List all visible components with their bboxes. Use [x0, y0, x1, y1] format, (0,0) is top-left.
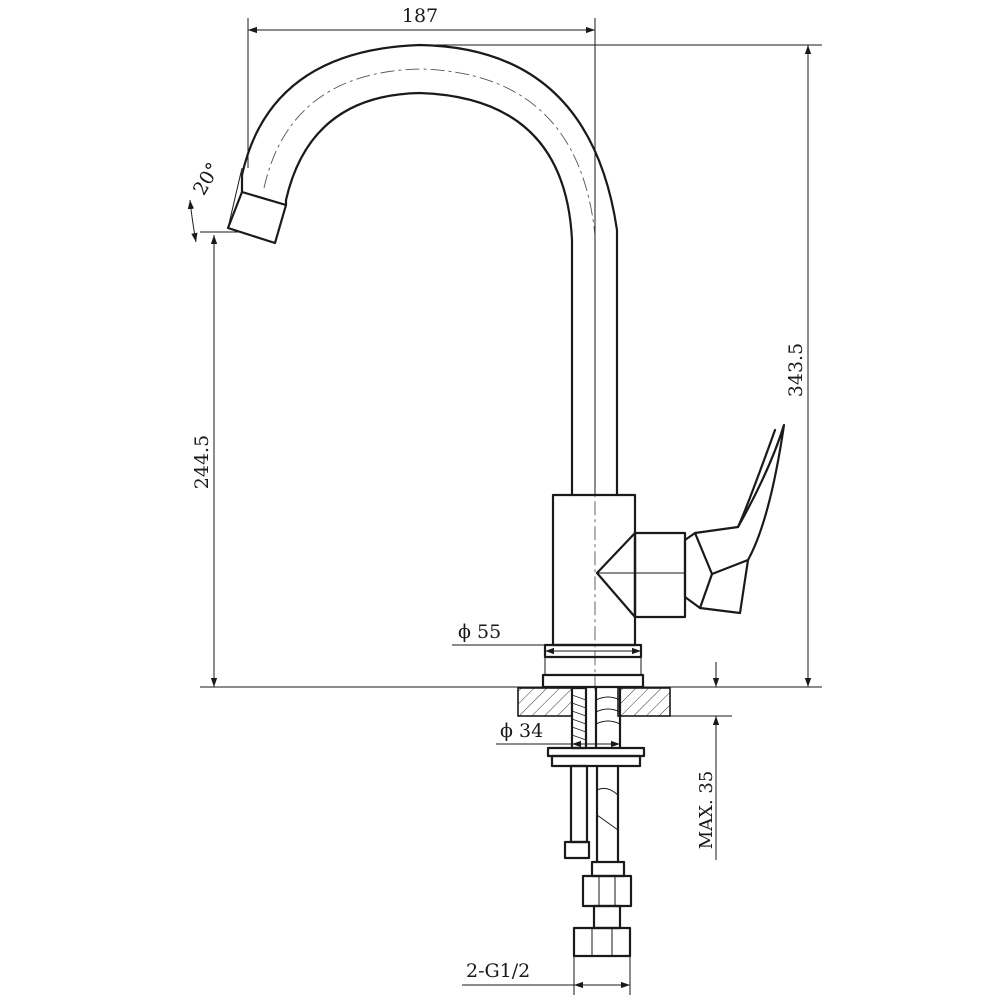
lock-washer [546, 746, 646, 768]
hose-tube [595, 764, 620, 864]
dimension-width: 187 [247, 5, 596, 495]
dimension-hose-thread-label: 2-G1/2 [466, 960, 530, 982]
handle-lever [683, 423, 786, 615]
dimension-max-thickness: MAX. 35 [670, 662, 732, 860]
dimension-spout-height-label: 244.5 [191, 435, 213, 489]
dimension-total-height-label: 343.5 [785, 343, 807, 397]
dimension-hole-diameter-label: ϕ 34 [500, 720, 543, 742]
dimension-angle-label: 20° [189, 159, 225, 199]
mounting-stud [570, 686, 622, 750]
dimension-hole-diameter: ϕ 34 [496, 720, 620, 748]
spout-outlet [226, 173, 288, 245]
dimension-hose-thread: 2-G1/2 [462, 956, 631, 995]
hose-connector-upper [581, 860, 633, 930]
hose-connector-lower [572, 926, 632, 958]
dimension-spout-height: 244.5 [191, 231, 543, 688]
spout [240, 43, 619, 690]
dimension-total-height: 343.5 [420, 44, 822, 688]
dimension-width-label: 187 [402, 5, 438, 27]
dimension-body-diameter: ϕ 55 [452, 621, 642, 675]
countertop-section [517, 687, 671, 717]
dimension-max-thickness-label: MAX. 35 [696, 771, 717, 850]
dimension-body-diameter-label: ϕ 55 [458, 621, 501, 643]
faucet-body [551, 493, 687, 647]
stud-rod [563, 764, 591, 860]
